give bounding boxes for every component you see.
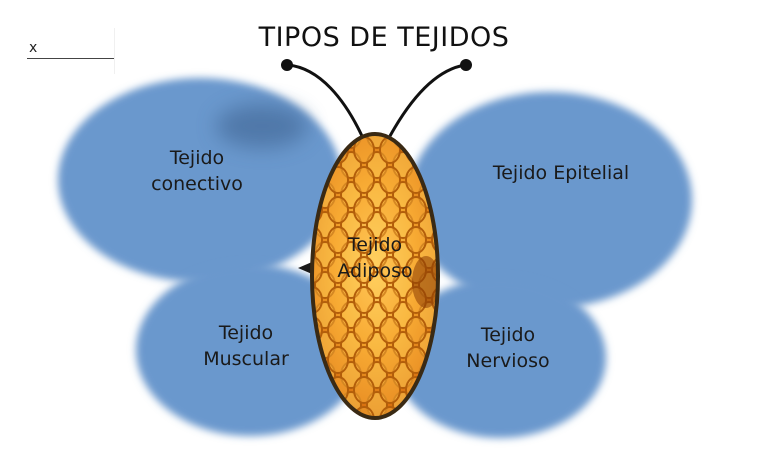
label-tejido-epitelial: Tejido Epitelial (492, 162, 630, 184)
wing-shadow (216, 104, 308, 148)
wing-upper-right (408, 92, 692, 308)
corner-underline (27, 58, 115, 59)
butterfly-body-icon (310, 132, 440, 420)
page-title: TIPOS DE TEJIDOS (258, 22, 510, 53)
label-tejido-muscular: Tejido Muscular (203, 322, 289, 370)
label-tejido-nervioso: Tejido Nervioso (466, 324, 550, 372)
wings (58, 78, 692, 438)
antenna-left-tip (281, 59, 293, 71)
corner-divider (114, 28, 115, 74)
wing-notch (298, 262, 312, 274)
wing-lower-left (136, 264, 364, 436)
wing-lower-right (394, 278, 606, 438)
label-tejido-conectivo: Tejido conectivo (151, 147, 243, 195)
antenna-right-icon (388, 63, 466, 137)
corner-mark[interactable]: x (29, 40, 38, 56)
antenna-left-icon (287, 63, 364, 137)
label-tejido-adiposo: Tejido Adiposo (337, 234, 413, 282)
antenna-right-tip (460, 59, 472, 71)
